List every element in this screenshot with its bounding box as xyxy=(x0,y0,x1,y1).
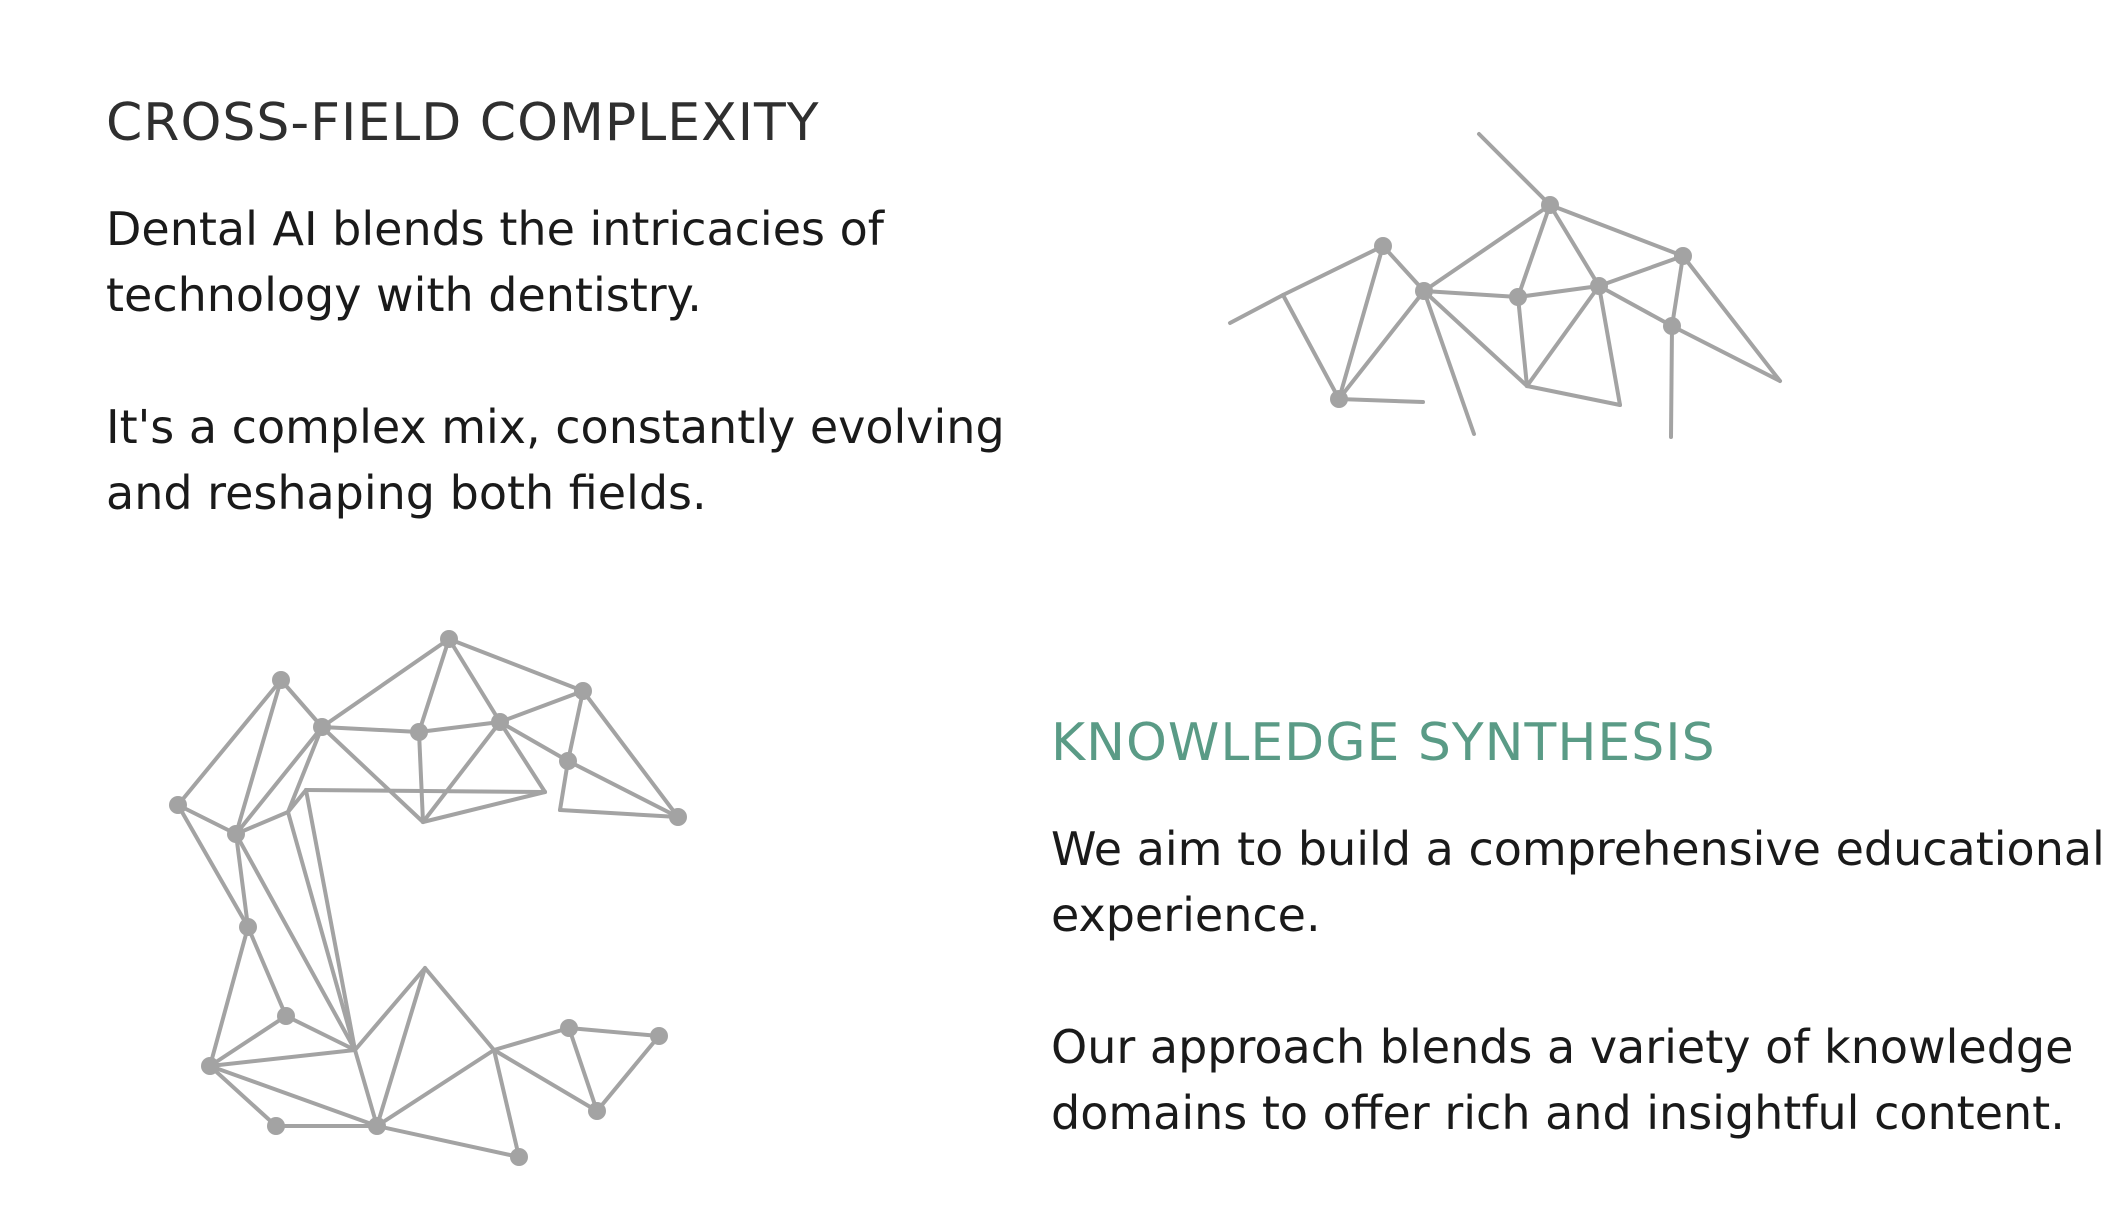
paragraph-line: domains to offer rich and insightful con… xyxy=(1051,1086,2065,1140)
paragraph-line: Our approach blends a variety of knowled… xyxy=(1051,1020,2074,1074)
paragraph-line: It's a complex mix, constantly evolving xyxy=(106,400,1005,454)
paragraph-line: We aim to build a comprehensive educatio… xyxy=(1051,822,2105,876)
paragraph-line: experience. xyxy=(1051,888,1321,942)
paragraph-line: technology with dentistry. xyxy=(106,268,702,322)
section-heading-cross-field-complexity: CROSS-FIELD COMPLEXITY xyxy=(106,93,820,153)
section-paragraph: It's a complex mix, constantly evolving … xyxy=(106,394,1005,526)
network-graph-top-right xyxy=(1228,132,1782,439)
section-paragraph: We aim to build a comprehensive educatio… xyxy=(1051,816,2105,948)
paragraph-line: Dental AI blends the intricacies of xyxy=(106,202,884,256)
network-graph-c-shape xyxy=(169,630,687,1166)
section-paragraph: Dental AI blends the intricacies of tech… xyxy=(106,196,884,328)
paragraph-line: and reshaping both fields. xyxy=(106,466,707,520)
section-paragraph: Our approach blends a variety of knowled… xyxy=(1051,1014,2073,1146)
section-heading-knowledge-synthesis: KNOWLEDGE SYNTHESIS xyxy=(1051,713,1716,773)
